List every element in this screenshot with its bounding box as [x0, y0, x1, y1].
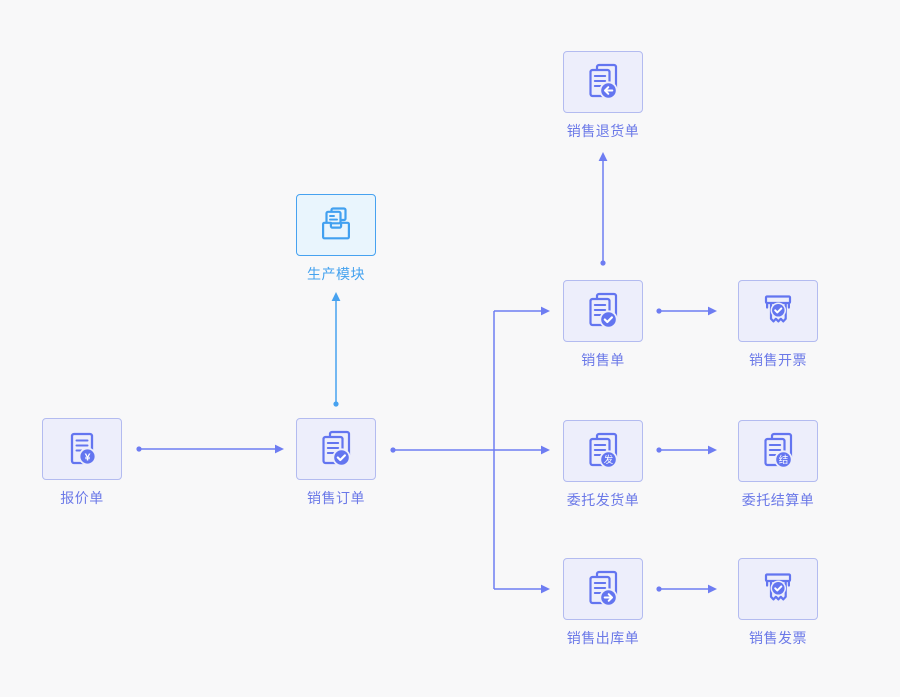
archive-box-icon [322, 207, 350, 240]
connector-sales-slip-to-sales-invoicing [656, 306, 717, 316]
connector-sales-outbound-to-sales-invoice [656, 584, 717, 594]
documents-outbound-arrow-icon [589, 570, 618, 607]
sales-order-label: 销售订单 [307, 490, 365, 506]
sales-return-box[interactable] [563, 51, 643, 113]
check-badge-glyph [774, 585, 783, 592]
node-sales-slip: 销售单 [563, 280, 643, 368]
check-badge-glyph [336, 454, 346, 462]
production-label: 生产模块 [307, 266, 365, 282]
right-arrow-badge-glyph [603, 593, 613, 602]
documents-return-arrow-icon [589, 63, 618, 100]
connector-quotation-to-sales-order [136, 444, 284, 454]
node-consign-ship: 发 委托发货单 [563, 420, 643, 508]
node-sales-invoice: 销售发票 [738, 558, 818, 646]
node-sales-order: 销售订单 [296, 418, 376, 506]
sales-invoicing-label: 销售开票 [749, 352, 807, 368]
connector-consign-ship-to-consign-settle [656, 445, 717, 455]
quotation-label: 报价单 [60, 490, 104, 506]
document-yuan-icon: ¥ [70, 432, 97, 466]
ship-badge-glyph: 发 [604, 454, 614, 466]
documents-check-icon [322, 430, 351, 467]
connector-sales-order-to-production [331, 292, 341, 407]
node-sales-outbound: 销售出库单 [563, 558, 643, 646]
sales-slip-box[interactable] [563, 280, 643, 342]
consign-ship-box[interactable]: 发 [563, 420, 643, 482]
consign-settle-label: 委托结算单 [741, 492, 815, 508]
yuan-badge-glyph: ¥ [85, 451, 91, 463]
check-badge-glyph [774, 307, 783, 314]
sales-slip-label: 销售单 [581, 352, 625, 368]
production-box[interactable] [296, 194, 376, 256]
node-production: 生产模块 [296, 194, 376, 282]
receipt-check-icon [764, 295, 792, 323]
connector-sales-order-branch [390, 306, 550, 594]
check-badge-glyph [603, 316, 613, 324]
sales-outbound-label: 销售出库单 [566, 630, 640, 646]
documents-check-icon [589, 292, 618, 329]
sales-invoice-box[interactable] [738, 558, 818, 620]
sales-invoicing-box[interactable] [738, 280, 818, 342]
sales-order-box[interactable] [296, 418, 376, 480]
consign-ship-label: 委托发货单 [566, 492, 640, 508]
documents-ship-badge-icon: 发 [589, 432, 618, 469]
sales-return-label: 销售退货单 [566, 123, 640, 139]
consign-settle-box[interactable]: 结 [738, 420, 818, 482]
receipt-check-icon [764, 573, 792, 601]
sales-invoice-label: 销售发票 [749, 630, 807, 646]
node-consign-settle: 结 委托结算单 [738, 420, 818, 508]
left-arrow-badge-glyph [604, 86, 614, 95]
quotation-box[interactable]: ¥ [42, 418, 122, 480]
connector-sales-slip-to-sales-return [598, 152, 608, 266]
documents-settle-badge-icon: 结 [764, 432, 793, 469]
node-sales-return: 销售退货单 [563, 51, 643, 139]
sales-outbound-box[interactable] [563, 558, 643, 620]
node-sales-invoicing: 销售开票 [738, 280, 818, 368]
settle-badge-glyph: 结 [779, 454, 789, 466]
node-quotation: ¥ 报价单 [42, 418, 122, 506]
